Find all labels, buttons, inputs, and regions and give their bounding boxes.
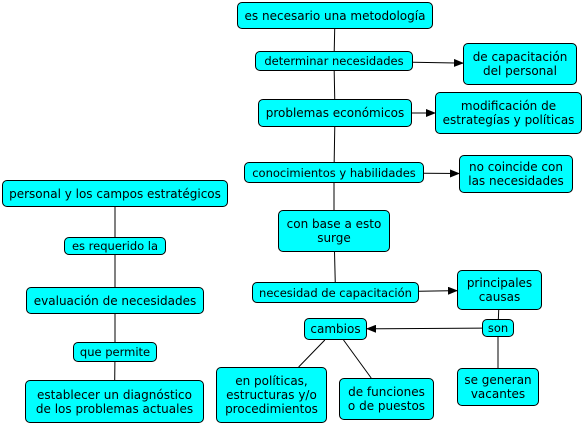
node-es-requerido[interactable]: es requerido la — [64, 237, 166, 255]
edge-determinar-economicos — [333, 70, 336, 100]
node-necesidad-capacitacion[interactable]: necesidad de capacitación — [252, 282, 419, 303]
node-conocimientos-habilidades[interactable]: conocimientos y habilidades — [244, 162, 424, 183]
edge-con_base-necesidad_cap — [334, 251, 336, 283]
node-son[interactable]: son — [482, 319, 514, 337]
node-problemas-economicos[interactable]: problemas económicos — [258, 99, 412, 127]
node-capacitacion-personal[interactable]: de capacitación del personal — [463, 43, 577, 85]
node-establecer-diagnostico[interactable]: establecer un diagnóstico de los problem… — [25, 380, 204, 423]
node-no-coincide[interactable]: no coincide con las necesidades — [459, 155, 573, 193]
node-evaluacion-necesidades[interactable]: evaluación de necesidades — [26, 287, 204, 314]
node-metodologia[interactable]: es necesario una metodología — [237, 2, 433, 29]
node-modificacion-estrategias[interactable]: modificación de estrategías y políticas — [435, 92, 582, 134]
node-de-funciones[interactable]: de funciones o de puestos — [339, 378, 434, 420]
edge-cambios-politicas — [298, 339, 326, 368]
node-determinar-necesidades[interactable]: determinar necesidades — [255, 51, 413, 71]
edge-cambios-funciones — [343, 339, 372, 379]
node-con-base[interactable]: con base a esto surge — [278, 210, 390, 252]
node-cambios[interactable]: cambios — [304, 318, 367, 340]
node-que-permite[interactable]: que permite — [73, 342, 157, 362]
edge-son-cambios — [366, 324, 483, 333]
node-se-generan-vacantes[interactable]: se generan vacantes — [457, 368, 539, 406]
node-principales-causas[interactable]: principales causas — [457, 270, 542, 310]
node-en-politicas[interactable]: en políticas, estructuras y/o procedimie… — [216, 367, 327, 423]
edge-determinar-capacitacion_personal — [412, 58, 464, 67]
edge-necesidad_cap-principales — [418, 286, 458, 295]
node-personal-campos[interactable]: personal y los campos estratégicos — [2, 180, 228, 207]
edge-economicos-conocimientos — [333, 126, 336, 163]
